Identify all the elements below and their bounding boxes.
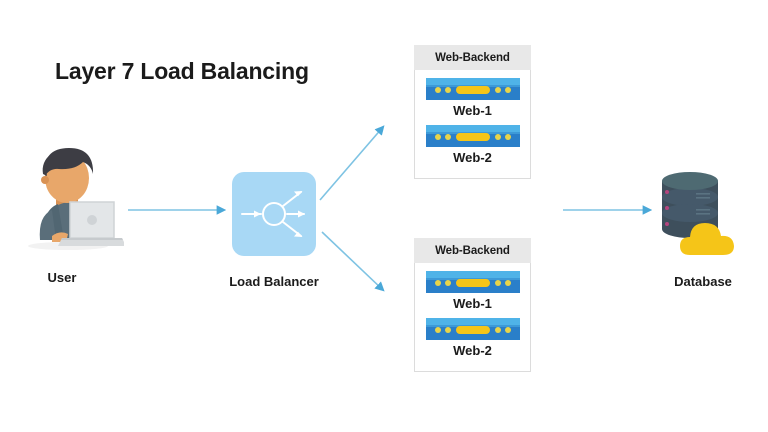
backend-group-1: Web-Backend Web-1 xyxy=(414,45,531,179)
server-name: Web-2 xyxy=(453,343,492,358)
server-name: Web-2 xyxy=(453,150,492,165)
connector-lb-to-backend-1 xyxy=(319,125,385,201)
user-label: User xyxy=(47,270,77,285)
server-rack-icon xyxy=(425,271,520,293)
database-illustration xyxy=(650,163,754,263)
server-rack-icon xyxy=(425,318,520,340)
server-name: Web-1 xyxy=(453,103,492,118)
server-rack-icon xyxy=(425,78,520,100)
load-balancer-label: Load Balancer xyxy=(229,274,319,289)
backend-group-2: Web-Backend Web-1 xyxy=(414,238,531,372)
load-balancer-icon xyxy=(232,172,316,256)
server-name: Web-1 xyxy=(453,296,492,311)
server-item[interactable]: Web-1 xyxy=(415,78,530,123)
backend-group-2-title: Web-Backend xyxy=(414,238,531,263)
database-label: Database xyxy=(674,274,732,289)
server-rack-icon xyxy=(425,125,520,147)
page-title: Layer 7 Load Balancing xyxy=(55,58,309,84)
backend-group-2-body: Web-1 Web-2 xyxy=(414,263,531,372)
server-item[interactable]: Web-2 xyxy=(415,125,530,170)
server-item[interactable]: Web-2 xyxy=(415,318,530,363)
user-illustration xyxy=(12,142,126,252)
backend-group-1-title: Web-Backend xyxy=(414,45,531,70)
backend-group-1-body: Web-1 Web-2 xyxy=(414,70,531,179)
server-item[interactable]: Web-1 xyxy=(415,271,530,316)
